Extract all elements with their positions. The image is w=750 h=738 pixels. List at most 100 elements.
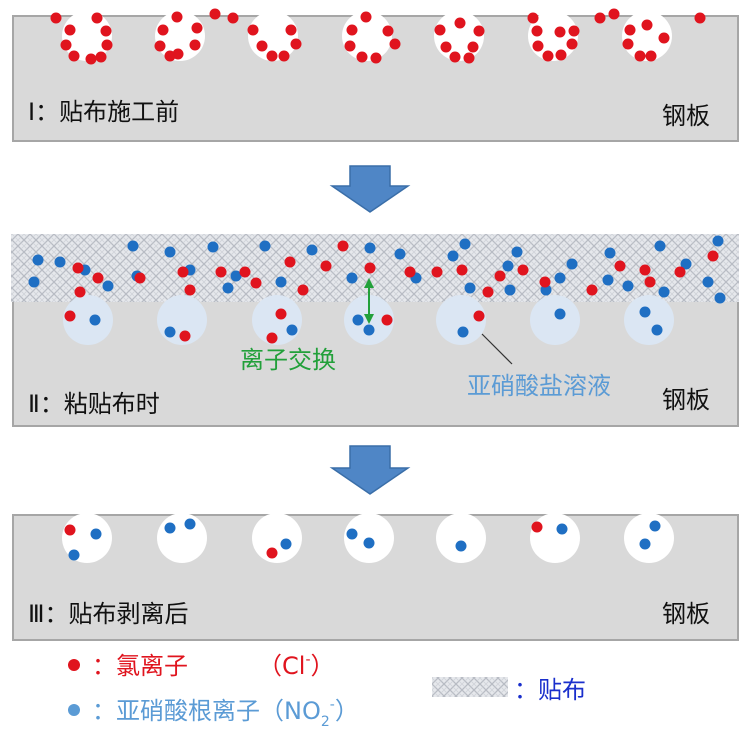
chloride-ion bbox=[532, 40, 544, 52]
chloride-ion bbox=[64, 310, 76, 322]
stage-1-label: Ⅰ：贴布施工前 bbox=[28, 98, 179, 126]
chloride-ion bbox=[64, 524, 76, 536]
corrosion-pit bbox=[62, 11, 112, 61]
chloride-ion bbox=[641, 19, 653, 31]
nitrite-ion bbox=[394, 248, 406, 260]
down-arrow-icon bbox=[329, 165, 411, 213]
chloride-ion bbox=[531, 25, 543, 37]
chloride-ion-icon bbox=[68, 659, 80, 671]
steel-label-1: 钢板 bbox=[662, 102, 710, 130]
chloride-ion bbox=[566, 38, 578, 50]
nitrite-ion bbox=[306, 244, 318, 256]
nitrite-ion bbox=[346, 272, 358, 284]
chloride-ion bbox=[531, 521, 543, 533]
legend-nitrite-label: ：亚硝酸根离子（NO2-） bbox=[92, 697, 359, 730]
chloride-ion bbox=[542, 50, 554, 62]
chloride-ion bbox=[586, 284, 598, 296]
chloride-ion bbox=[624, 24, 636, 36]
chloride-ion bbox=[554, 26, 566, 38]
chloride-ion bbox=[239, 266, 251, 278]
chloride-ion bbox=[467, 41, 479, 53]
nitrite-ion bbox=[464, 282, 476, 294]
chloride-ion bbox=[256, 40, 268, 52]
stage-1: Ⅰ：贴布施工前 钢板 bbox=[12, 8, 739, 142]
ions-stage-1 bbox=[50, 8, 706, 65]
nitrite-ion bbox=[622, 280, 634, 292]
nitrite-ion bbox=[602, 274, 614, 286]
nitrite-ion bbox=[89, 314, 101, 326]
nitrite-ion bbox=[230, 270, 242, 282]
chloride-ion bbox=[370, 52, 382, 64]
stage-2-label: Ⅱ：粘贴布时 bbox=[28, 390, 160, 418]
chloride-ion bbox=[364, 262, 376, 274]
corrosion-pit bbox=[622, 11, 672, 61]
cloth-pattern-icon bbox=[432, 677, 508, 697]
chloride-ion bbox=[694, 12, 706, 24]
nitrite-ion bbox=[658, 286, 670, 298]
nitrite-ion bbox=[286, 324, 298, 336]
nitrite-ion bbox=[654, 240, 666, 252]
chloride-ion bbox=[473, 310, 485, 322]
nitrite-ion bbox=[222, 282, 234, 294]
chloride-ion bbox=[356, 51, 368, 63]
nitrite-ion bbox=[604, 247, 616, 259]
chloride-ion bbox=[64, 24, 76, 36]
chloride-ion bbox=[454, 17, 466, 29]
steel-label-2: 钢板 bbox=[662, 386, 710, 414]
chloride-ion bbox=[72, 262, 84, 274]
chloride-ion bbox=[177, 266, 189, 278]
chloride-ion bbox=[275, 308, 287, 320]
chloride-ion bbox=[440, 41, 452, 53]
nitrite-ion bbox=[127, 240, 139, 252]
chloride-ion bbox=[179, 330, 191, 342]
ions-stage-3 bbox=[64, 518, 661, 561]
chloride-ion bbox=[434, 24, 446, 36]
nitrite-ion bbox=[504, 284, 516, 296]
chloride-ion bbox=[320, 260, 332, 272]
nitrite-ion bbox=[447, 250, 459, 262]
chloride-ion bbox=[250, 277, 262, 289]
legend: ：氯离子（Cl-） ：亚硝酸根离子（NO2-） ：贴布 bbox=[68, 652, 586, 730]
nitrite-ion bbox=[164, 522, 176, 534]
chloride-ion bbox=[382, 25, 394, 37]
chloride-ion bbox=[431, 266, 443, 278]
chloride-ion bbox=[154, 40, 166, 52]
chloride-ion bbox=[674, 266, 686, 278]
nitrite-ion bbox=[540, 284, 552, 296]
chloride-ion bbox=[404, 266, 416, 278]
nitrite-solution-label: 亚硝酸盐溶液 bbox=[467, 372, 611, 400]
nitrite-ion bbox=[363, 324, 375, 336]
chloride-ion bbox=[608, 8, 620, 20]
chloride-ion bbox=[100, 25, 112, 37]
nitrite-ion bbox=[164, 326, 176, 338]
chloride-ion bbox=[634, 50, 646, 62]
chloride-ion bbox=[456, 264, 468, 276]
nitrite-ion bbox=[455, 540, 467, 552]
stage-2: 离子交换 亚硝酸盐溶液 Ⅱ：粘贴布时 钢板 bbox=[11, 234, 739, 427]
nitrite-ion bbox=[352, 314, 364, 326]
chloride-ion bbox=[527, 12, 539, 24]
nitrite-solution-pocket bbox=[624, 295, 674, 345]
chloride-ion bbox=[707, 250, 719, 262]
stage-3: Ⅲ：贴布剥离后 钢板 bbox=[12, 513, 739, 641]
nitrite-ion bbox=[346, 528, 358, 540]
nitrite-ion bbox=[68, 549, 80, 561]
chloride-ion bbox=[74, 286, 86, 298]
chloride-ion bbox=[555, 49, 567, 61]
nitrite-ion bbox=[164, 246, 176, 258]
nitrite-ion bbox=[714, 292, 726, 304]
nitrite-ion bbox=[90, 528, 102, 540]
chloride-ion bbox=[50, 12, 62, 24]
nitrite-ion bbox=[184, 518, 196, 530]
nitrite-ion bbox=[259, 240, 271, 252]
nitrite-ion bbox=[651, 324, 663, 336]
nitrite-ion bbox=[275, 276, 287, 288]
nitrite-ion bbox=[457, 326, 469, 338]
chloride-ion bbox=[189, 39, 201, 51]
nitrite-ion bbox=[639, 538, 651, 550]
chloride-ion bbox=[157, 24, 169, 36]
chloride-ion bbox=[344, 40, 356, 52]
nitrite-solution-pocket bbox=[63, 295, 113, 345]
nitrite-ion bbox=[702, 276, 714, 288]
